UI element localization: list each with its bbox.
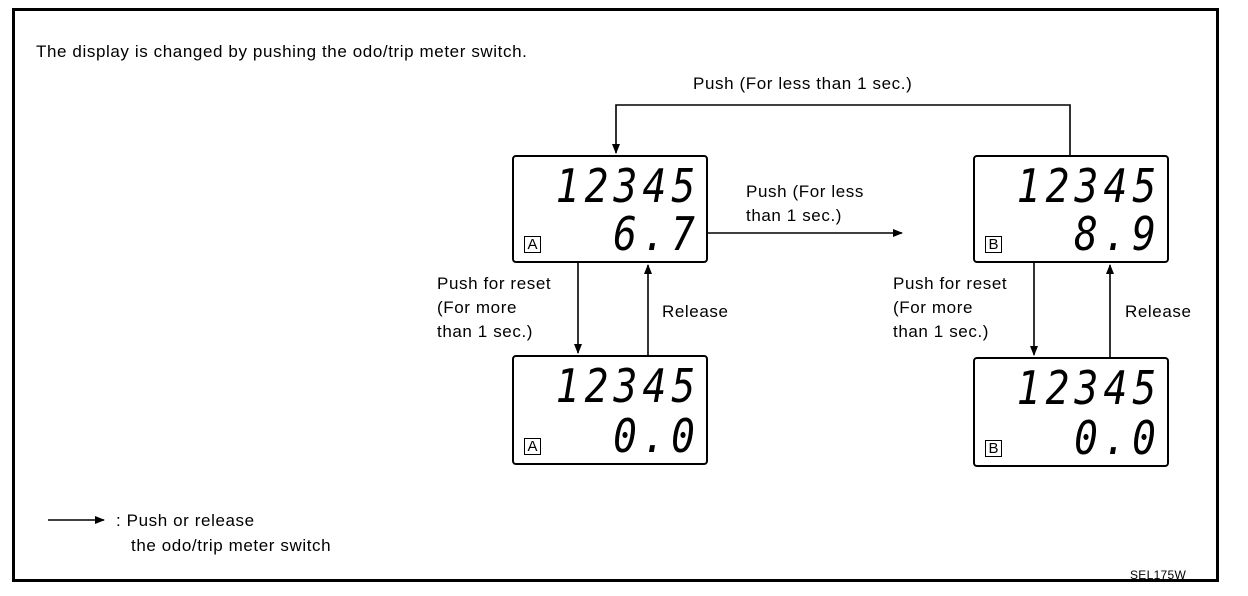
a-reset-label-line2: (For more — [437, 298, 518, 317]
loop-arrow-b-to-a — [612, 104, 1071, 155]
legend-line1: : Push or release — [116, 511, 255, 530]
trip-b-indicator: B — [985, 440, 1002, 457]
trip-reading: 0.0 — [613, 409, 700, 463]
intro-text: The display is changed by pushing the od… — [36, 42, 528, 61]
display-a-trip: 12345 A 6.7 — [512, 155, 708, 263]
b-reset-label-line1: Push for reset — [893, 274, 1008, 293]
trip-b-indicator: B — [985, 236, 1002, 253]
legend-line2: the odo/trip meter switch — [131, 536, 332, 555]
b-reset-label-line2: (For more — [893, 298, 974, 317]
trip-reading: 0.0 — [1074, 411, 1161, 465]
trip-reading: 8.9 — [1074, 207, 1161, 261]
a-reset-label-line1: Push for reset — [437, 274, 552, 293]
display-b-reset: 12345 B 0.0 — [973, 357, 1169, 467]
top-arrow-label: Push (For less than 1 sec.) — [693, 74, 913, 93]
display-b-trip: 12345 B 8.9 — [973, 155, 1169, 263]
trip-a-indicator: A — [524, 236, 541, 253]
odometer-reading: 12345 — [555, 359, 700, 413]
odometer-reading: 12345 — [1016, 159, 1161, 213]
b-reset-label-line3: than 1 sec.) — [893, 322, 990, 341]
odometer-reading: 12345 — [1016, 361, 1161, 415]
a-reset-label-line3: than 1 sec.) — [437, 322, 534, 341]
odometer-reading: 12345 — [555, 159, 700, 213]
figure-code: SEL175W — [1130, 568, 1187, 582]
trip-a-indicator: A — [524, 438, 541, 455]
a-release-label: Release — [662, 302, 729, 321]
diagram-frame — [12, 8, 1219, 582]
middle-arrow-label-line2: than 1 sec.) — [746, 206, 843, 225]
b-release-label: Release — [1125, 302, 1192, 321]
middle-arrow-label-line1: Push (For less — [746, 182, 864, 201]
display-a-reset: 12345 A 0.0 — [512, 355, 708, 465]
trip-reading: 6.7 — [613, 207, 700, 261]
